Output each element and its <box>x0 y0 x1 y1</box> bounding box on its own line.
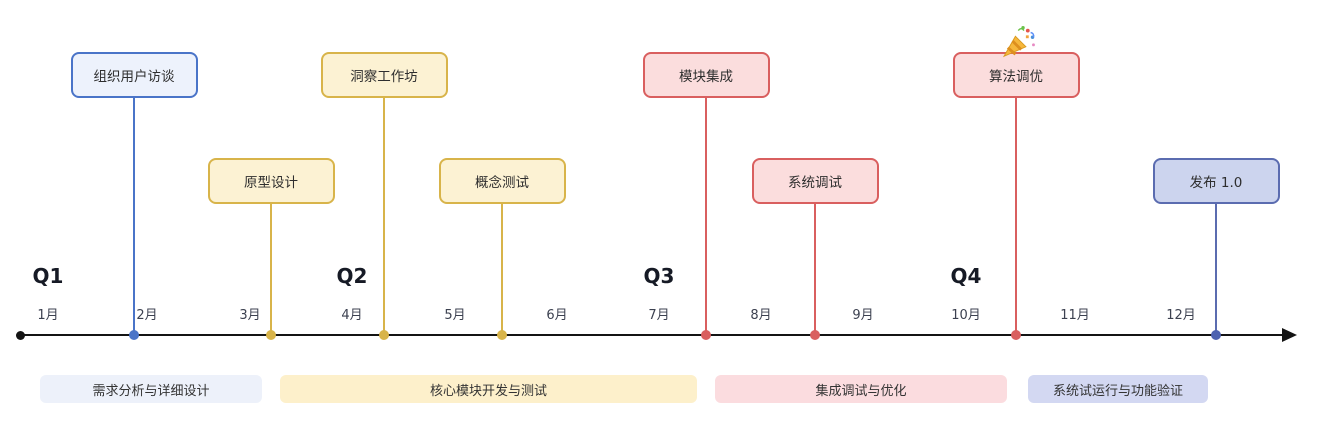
milestone-card: 算法调优 <box>952 26 1080 98</box>
milestone-stem <box>705 98 707 335</box>
timeline-arrow-head-icon <box>1282 328 1297 342</box>
quarter-label: Q4 <box>950 264 982 288</box>
milestone-label: 概念测试 <box>475 175 529 191</box>
milestone-label: 模块集成 <box>679 69 733 85</box>
quarter-label: Q3 <box>643 264 675 288</box>
milestone-stem <box>133 98 135 335</box>
milestone-stem <box>270 204 272 335</box>
phase-label: 系统试运行与功能验证 <box>1052 383 1183 399</box>
milestone-label: 算法调优 <box>989 69 1043 85</box>
milestone-label: 原型设计 <box>244 175 298 191</box>
milestone-card: 洞察工作坊 <box>320 52 448 98</box>
milestone-dot <box>266 330 276 340</box>
phase-bar: 集成调试与优化 <box>715 375 1007 403</box>
milestone-card: 系统调试 <box>751 158 879 204</box>
milestone-card: 发布 1.0 <box>1152 158 1280 204</box>
milestone-dot <box>129 330 139 340</box>
phase-bar: 需求分析与详细设计 <box>40 375 262 403</box>
milestone-label: 洞察工作坊 <box>350 69 418 85</box>
month-label: 12月 <box>1166 308 1196 323</box>
milestone-dot <box>1011 330 1021 340</box>
milestone-stem <box>383 98 385 335</box>
milestone-dot <box>810 330 820 340</box>
milestone-dot <box>1211 330 1221 340</box>
milestone-stem <box>1215 204 1217 335</box>
phase-bar: 核心模块开发与测试 <box>280 375 697 403</box>
milestone-card: 原型设计 <box>207 158 335 204</box>
milestone-label: 系统调试 <box>788 175 842 191</box>
milestone-dot <box>379 330 389 340</box>
phase-label: 集成调试与优化 <box>815 383 907 399</box>
month-label: 9月 <box>852 308 874 323</box>
month-label: 1月 <box>37 308 59 323</box>
month-label: 5月 <box>444 308 466 323</box>
quarter-label: Q1 <box>32 264 64 288</box>
phase-bar: 系统试运行与功能验证 <box>1028 375 1208 403</box>
month-label: 3月 <box>239 308 261 323</box>
milestone-stem <box>1015 98 1017 335</box>
milestone-dot <box>701 330 711 340</box>
quarter-label: Q2 <box>336 264 368 288</box>
milestone-label: 发布 1.0 <box>1189 175 1243 191</box>
milestone-card: 模块集成 <box>642 52 770 98</box>
milestone-card: 概念测试 <box>438 158 566 204</box>
timeline-start-dot <box>16 331 25 340</box>
month-label: 7月 <box>648 308 670 323</box>
month-label: 4月 <box>341 308 363 323</box>
phase-label: 核心模块开发与测试 <box>429 383 547 399</box>
timeline-axis-line <box>20 334 1283 336</box>
party-popper-icon <box>999 23 1037 65</box>
milestone-stem <box>814 204 816 335</box>
month-label: 8月 <box>750 308 772 323</box>
milestone-card: 组织用户访谈 <box>70 52 198 98</box>
month-label: 2月 <box>136 308 158 323</box>
month-label: 10月 <box>951 308 981 323</box>
milestone-dot <box>497 330 507 340</box>
milestone-stem <box>501 204 503 335</box>
milestone-label: 组织用户访谈 <box>93 69 175 85</box>
phase-label: 需求分析与详细设计 <box>92 383 210 399</box>
month-label: 6月 <box>546 308 568 323</box>
month-label: 11月 <box>1060 308 1090 323</box>
